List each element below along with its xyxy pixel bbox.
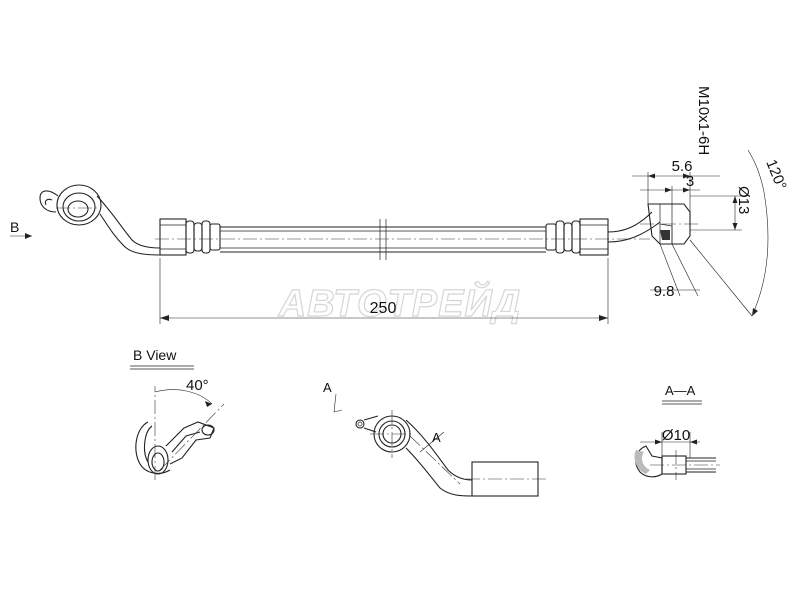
dimension-9-8: 9.8: [650, 243, 700, 300]
section-a-detail-view: A A: [323, 380, 546, 497]
watermark: АВТОТРЕЙД: [278, 280, 521, 325]
dim-9-8-label: 9.8: [654, 283, 675, 300]
view-arrow-b: B: [10, 219, 32, 239]
section-marker-a: A: [432, 430, 441, 445]
overall-length-label: 250: [370, 300, 397, 317]
dimension-overall-length: 250: [159, 258, 609, 324]
section-a-a-title: A—A: [665, 383, 696, 398]
dimension-diameter-13: Ø13: [690, 186, 752, 231]
thread-spec-label: M10x1-6H: [695, 86, 712, 155]
angle-120-label: 120°: [762, 157, 789, 192]
diameter-13-label: Ø13: [735, 186, 752, 214]
b-view-detail: B View 40°: [130, 347, 225, 480]
hose-body: [155, 219, 650, 260]
diameter-10-label: Ø10: [662, 427, 690, 444]
main-hose-view: [39, 184, 700, 260]
bent-tube-left: [96, 195, 161, 256]
dimension-angle-120: 120°: [689, 149, 790, 317]
banjo-fitting-left: [39, 184, 102, 226]
ferrule-right: [545, 218, 609, 256]
section-arrow-a-letter: A: [323, 380, 332, 395]
dim-3-label: 3: [686, 173, 694, 190]
dim-5-6-label: 5.6: [672, 158, 693, 175]
dimension-fitting-lengths: 5.6 3: [632, 158, 720, 212]
b-view-title: B View: [133, 347, 177, 363]
dimension-thread: M10x1-6H: [695, 86, 712, 155]
bent-tube-right: [607, 211, 661, 243]
threaded-fitting-right: [640, 203, 700, 245]
angle-40-label: 40°: [186, 377, 209, 394]
section-a-a-view: A—A Ø10: [634, 383, 720, 480]
ferrule-left: [159, 218, 221, 256]
view-arrow-b-label: B: [10, 219, 19, 235]
